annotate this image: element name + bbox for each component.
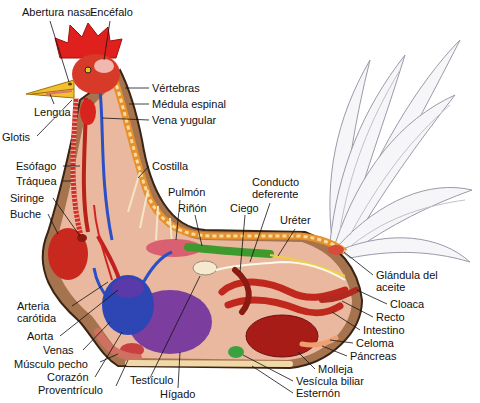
organ-label: Aorta <box>27 330 53 342</box>
ribs <box>128 172 172 244</box>
eye <box>85 67 91 73</box>
wattle <box>80 99 96 125</box>
organ-label: Siringe <box>10 192 44 204</box>
trachea <box>73 98 82 240</box>
jugular-vein <box>100 90 112 240</box>
organ-label: Conducto deferente <box>252 176 314 200</box>
organ-label: Proventrículo <box>38 384 103 396</box>
nostril <box>68 83 72 86</box>
organ-label: Corazón <box>47 371 89 383</box>
organ-label: Costilla <box>152 160 188 172</box>
organ-label: Pulmón <box>168 186 205 198</box>
pancreas <box>302 338 336 345</box>
organ-label: Testículo <box>130 374 173 386</box>
organ-label: Hígado <box>160 388 195 400</box>
tongue <box>46 91 72 94</box>
organ-label: Glándula del aceite <box>376 269 444 293</box>
trachea-rings <box>73 98 82 240</box>
organ-label: Venas <box>43 344 74 356</box>
crop <box>48 228 88 280</box>
beak <box>26 80 74 98</box>
tail-feathers <box>330 40 472 262</box>
syrinx <box>77 234 87 242</box>
organ-label: Médula espinal <box>152 98 226 110</box>
cecum <box>235 270 249 312</box>
organ-label: Molleja <box>318 363 353 375</box>
heart <box>102 275 154 335</box>
tail-feather <box>340 238 470 262</box>
body-cavity <box>55 82 352 360</box>
gall-bladder <box>228 346 244 358</box>
spinal-column <box>112 72 345 252</box>
organ-label: Vena yugular <box>152 114 216 126</box>
organ-label: Lengua <box>34 106 71 118</box>
organ-label: Ciego <box>230 202 259 214</box>
organ-label: Páncreas <box>350 350 396 362</box>
oil-gland <box>328 245 344 255</box>
organ-label: Riñón <box>178 202 207 214</box>
body-outline <box>43 70 362 368</box>
beak-split <box>32 89 74 94</box>
head <box>72 54 120 94</box>
organ-label: Cloaca <box>390 298 424 310</box>
organ-label: Arteria carótida <box>17 300 69 324</box>
heart-top <box>112 278 144 298</box>
carotid-artery <box>94 205 112 280</box>
organ-label: Uréter <box>280 214 311 226</box>
kidney <box>188 247 270 254</box>
organ-label: Buche <box>10 208 41 220</box>
organ-label: Abertura nasal <box>22 6 94 18</box>
brain <box>94 59 114 73</box>
organ-label: Tráquea <box>16 175 57 187</box>
organ-label: Vértebras <box>152 82 200 94</box>
feather-shading <box>340 70 465 245</box>
organ-label: Intestino <box>363 324 405 336</box>
organ-label: Esternón <box>296 387 340 399</box>
vertebrae <box>112 72 345 252</box>
leader-lines <box>37 21 387 393</box>
organ-label: Encéfalo <box>90 6 133 18</box>
organ-label: Glotis <box>2 131 30 143</box>
rectum <box>322 290 356 300</box>
organ-label: Vesícula biliar <box>296 375 364 387</box>
sternum <box>128 363 290 364</box>
gizzard <box>246 315 318 357</box>
comb <box>55 23 122 58</box>
organ-label: Celoma <box>356 337 394 349</box>
organ-label: Recto <box>376 311 405 323</box>
organ-label: Esófago <box>16 160 56 172</box>
organ-label: Músculo pecho <box>14 358 88 370</box>
testis <box>193 261 217 275</box>
